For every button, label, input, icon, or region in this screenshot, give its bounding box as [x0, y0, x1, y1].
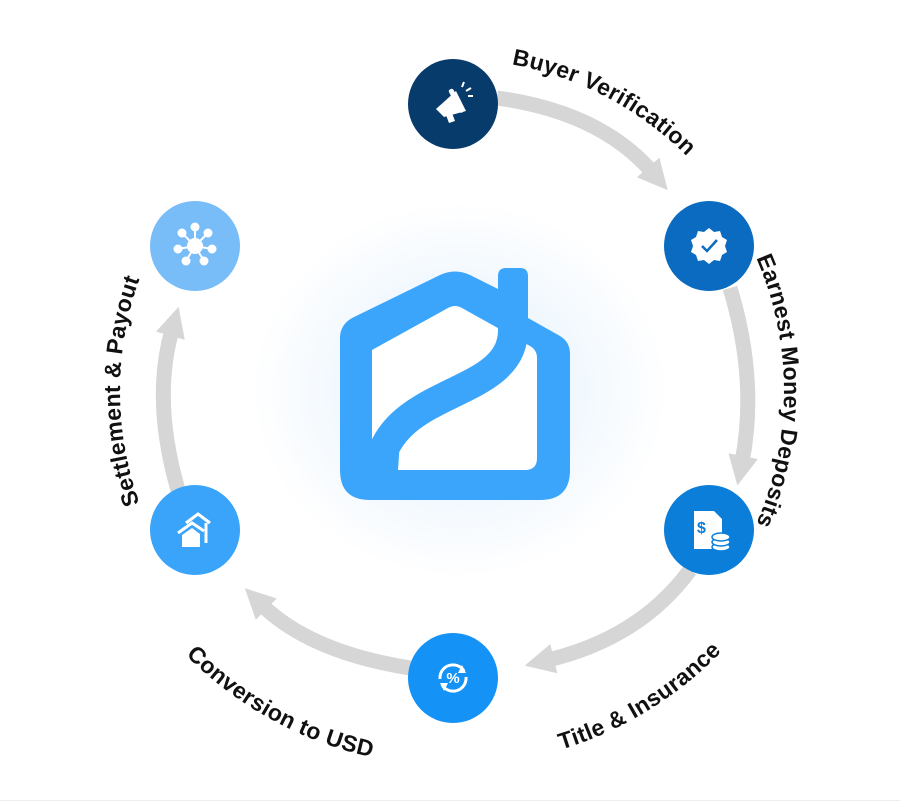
divider — [0, 800, 900, 801]
step-node-earnest-money-deposits[interactable] — [664, 201, 754, 291]
label-earnest-money-deposits: Earnest Money Deposits — [752, 250, 805, 532]
step-node-conversion-to-usd[interactable]: % — [408, 633, 498, 723]
houses-icon — [177, 512, 211, 547]
step-node-title-insurance[interactable]: $ — [664, 485, 754, 575]
step-node-network[interactable] — [150, 201, 240, 291]
arrow-2 — [722, 285, 758, 486]
svg-text:%: % — [446, 670, 459, 687]
arrow-4 — [244, 588, 412, 676]
label-settlement-payout: Settlement & Payout — [99, 272, 144, 510]
arrow-5 — [155, 306, 186, 493]
arrow-3 — [524, 565, 697, 674]
step-node-settlement-payout[interactable] — [150, 485, 240, 575]
svg-text:$: $ — [697, 520, 706, 537]
arrow-1 — [495, 90, 668, 191]
invoice-coins-icon: $ — [694, 511, 731, 552]
network-hub-icon — [173, 222, 217, 266]
percent-exchange-icon: % — [438, 663, 468, 693]
verified-badge-icon — [691, 228, 727, 264]
step-node-buyer-verification[interactable] — [408, 59, 498, 149]
house-logo-icon — [340, 268, 570, 500]
megaphone-icon — [436, 81, 473, 123]
